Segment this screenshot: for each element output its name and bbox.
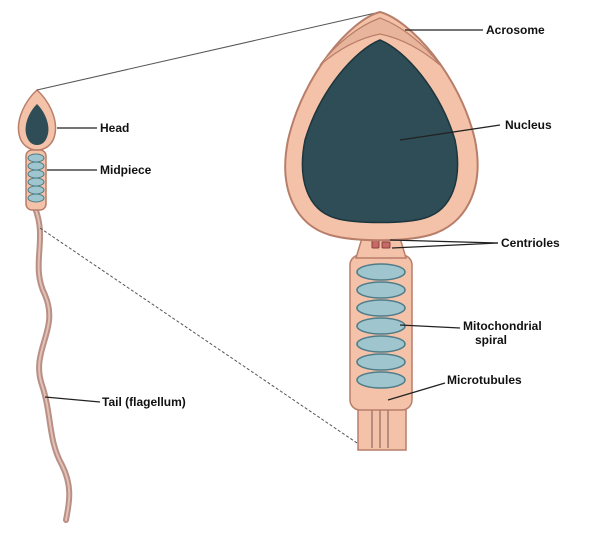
label-midpiece: Midpiece [100,163,152,177]
small-sperm [18,90,69,520]
label-centrioles: Centrioles [501,236,560,250]
label-spiral: spiral [475,333,507,347]
large-tail-stub [358,405,406,450]
label-acrosome: Acrosome [486,23,545,37]
label-mitochondrial: Mitochondrial [463,319,542,333]
label-head: Head [100,121,129,135]
label-tail: Tail (flagellum) [102,395,186,409]
label-microtubules: Microtubules [447,373,522,387]
label-nucleus: Nucleus [505,118,552,132]
